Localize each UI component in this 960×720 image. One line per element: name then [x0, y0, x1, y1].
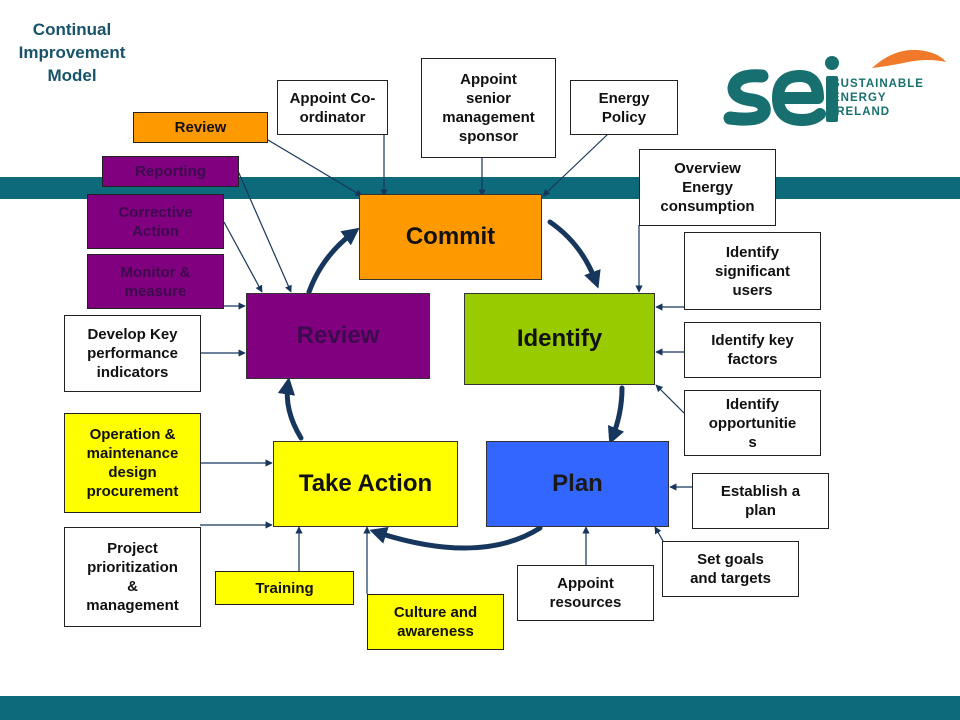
training-box: Training [215, 571, 354, 605]
project-prioritization-box: Project prioritization & management [64, 527, 201, 627]
review-box: Review [246, 293, 430, 379]
energy-policy-box: Energy Policy [570, 80, 678, 135]
plan-box: Plan [486, 441, 669, 527]
significant-users-box: Identify significant users [684, 232, 821, 310]
sei-logo-icon [723, 49, 946, 126]
diagram-title: Continual Improvement Model [18, 20, 126, 85]
identify-box: Identify [464, 293, 655, 385]
review-input-box: Review [133, 112, 268, 143]
culture-awareness-box: Culture and awareness [367, 594, 504, 650]
overview-energy-box: Overview Energy consumption [639, 149, 776, 226]
corrective-action-box: Corrective Action [87, 194, 224, 249]
establish-plan-box: Establish a plan [692, 473, 829, 529]
reporting-box: Reporting [102, 156, 239, 187]
appoint-resources-box: Appoint resources [517, 565, 654, 621]
operation-maintenance-box: Operation & maintenance design procureme… [64, 413, 201, 513]
develop-kpi-box: Develop Key performance indicators [64, 315, 201, 392]
opportunities-box: Identify opportunitie s [684, 390, 821, 456]
bottom-band [0, 696, 960, 720]
appoint-sponsor-box: Appoint senior management sponsor [421, 58, 556, 158]
appoint-coordinator-box: Appoint Co- ordinator [277, 80, 388, 135]
sei-logo-text: SUSTAINABLE ENERGY IRELAND [832, 78, 924, 118]
take-action-box: Take Action [273, 441, 458, 527]
set-goals-box: Set goals and targets [662, 541, 799, 597]
monitor-measure-box: Monitor & measure [87, 254, 224, 309]
key-factors-box: Identify key factors [684, 322, 821, 378]
commit-box: Commit [359, 194, 542, 280]
